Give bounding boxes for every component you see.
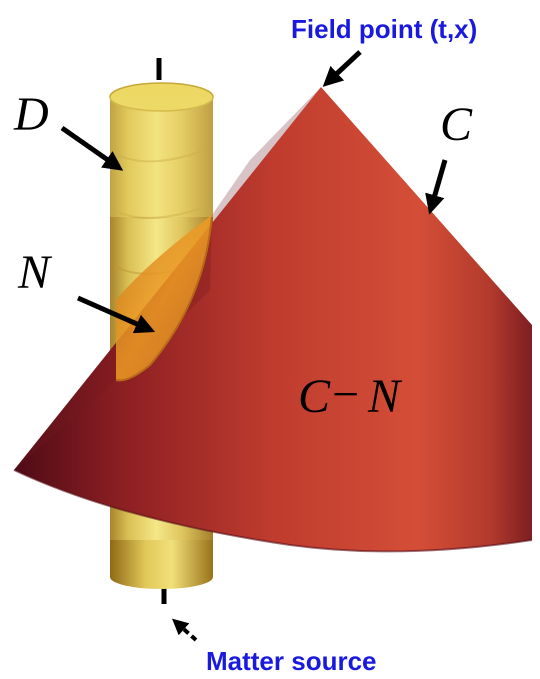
label-c-minus-n-n: N — [367, 370, 403, 423]
label-n: N — [17, 246, 53, 299]
arrow-matter-source — [172, 618, 198, 642]
cone-c — [13, 87, 533, 553]
label-matter-source: Matter source — [206, 646, 377, 676]
arrow-c — [425, 159, 448, 215]
label-c-minus-n-c: C — [298, 370, 331, 423]
arrow-n — [76, 295, 156, 334]
label-c-minus-n-op: − — [332, 368, 359, 421]
arrow-d — [60, 125, 124, 171]
label-d: D — [13, 88, 49, 141]
intersection-n — [110, 97, 213, 382]
arrow-field-point — [322, 50, 362, 87]
label-c: C — [440, 98, 473, 151]
label-field-point: Field point (t,x) — [291, 14, 477, 44]
